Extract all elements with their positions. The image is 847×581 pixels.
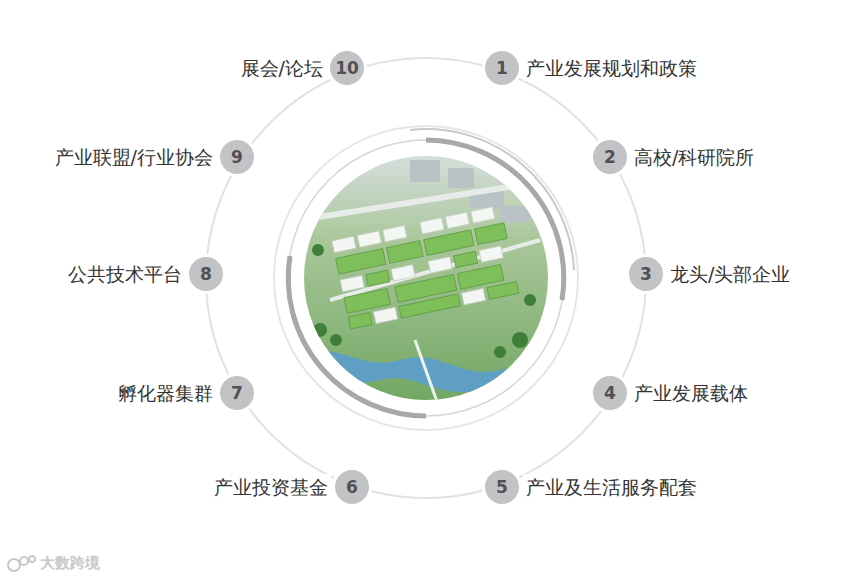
callout-number: 7 [231,385,243,402]
callout-number: 3 [640,266,652,283]
watermark: 大数跨境 [40,554,100,573]
item-label: 高校/科研院所 [631,144,757,170]
callout-number: 6 [346,479,358,496]
number-circle: 5 [485,470,519,504]
number-circle: 9 [220,140,254,174]
item-label: 产业及生活服务配套 [523,474,700,500]
number-circle: 7 [220,376,254,410]
callout-number: 9 [231,149,243,166]
item-label: 产业发展载体 [631,380,751,406]
number-circle: 2 [593,140,627,174]
item-label: 产业发展规划和政策 [523,55,700,81]
callout-number: 10 [335,60,359,77]
item-label: 产业投资基金 [211,474,331,500]
item-label: 产业联盟/行业协会 [52,144,216,170]
number-circle: 6 [335,470,369,504]
callout-number: 1 [496,60,508,77]
number-circle: 8 [189,257,223,291]
item-label: 孵化器集群 [115,380,216,406]
number-circle: 1 [485,51,519,85]
number-circle: 4 [593,376,627,410]
item-label: 公共技术平台 [65,261,185,287]
callout-number: 5 [496,479,508,496]
item-label: 展会/论坛 [238,55,326,81]
number-circle: 3 [629,257,663,291]
number-circle: 10 [330,51,364,85]
item-label: 龙头/头部企业 [667,261,793,287]
callout-number: 8 [200,266,212,283]
callout-number: 4 [604,385,616,402]
callout-number: 2 [604,149,616,166]
